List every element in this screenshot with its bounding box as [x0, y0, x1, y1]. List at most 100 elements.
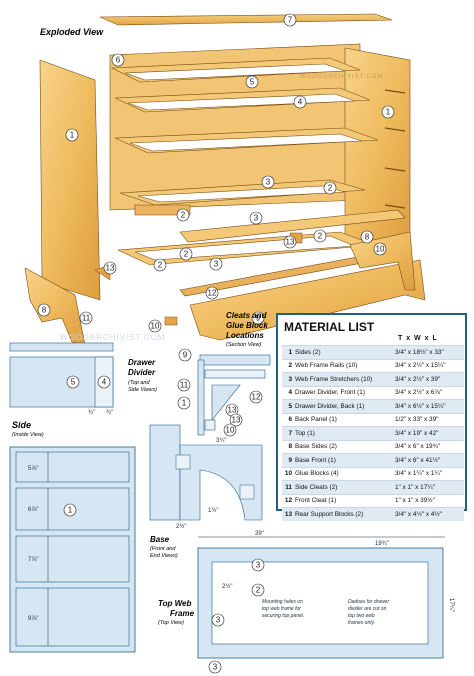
- svg-text:3: 3: [266, 178, 271, 187]
- svg-text:12: 12: [252, 393, 261, 402]
- base-side-left: [24, 267, 86, 346]
- svg-text:3: 3: [216, 616, 221, 625]
- material-list-size: 3/4" x 18½" x 33": [395, 348, 444, 356]
- svg-text:2: 2: [184, 250, 189, 259]
- material-list-size: 1/2" x 33" x 39": [395, 416, 439, 424]
- side-sub: (Inside View): [12, 432, 44, 438]
- drawer-divider-sub-2: Side Views): [128, 387, 157, 393]
- svg-text:9: 9: [183, 351, 188, 360]
- material-list-size: 3/4" x 2½" x 6⅞": [395, 389, 442, 397]
- svg-text:8: 8: [365, 233, 370, 242]
- material-list-num: 12: [284, 497, 292, 505]
- base-sub-2: End Views): [150, 553, 178, 559]
- svg-text:1½": 1½": [208, 507, 218, 514]
- svg-text:2: 2: [256, 586, 261, 595]
- svg-text:6: 6: [116, 56, 121, 65]
- note-mounting-1: Mounting holes on: [262, 599, 303, 605]
- svg-text:8: 8: [42, 306, 47, 315]
- svg-text:10: 10: [151, 322, 160, 331]
- material-list-header: T x W x L: [398, 335, 438, 342]
- side-inside-view: 5⅞" 6⅞" 7⅞" 9⅞" 1: [9, 446, 136, 653]
- material-list-part: Side Cleats (2): [295, 483, 338, 491]
- svg-text:12: 12: [208, 289, 217, 298]
- svg-text:4: 4: [102, 378, 107, 387]
- watermark-2: WOODARCHIVIST.COM: [300, 74, 383, 80]
- material-list-part: Back Panel (1): [295, 416, 337, 424]
- svg-text:13: 13: [228, 406, 237, 415]
- material-list-num: 9: [288, 456, 292, 464]
- svg-text:11: 11: [82, 314, 91, 323]
- svg-text:¾": ¾": [106, 410, 113, 416]
- svg-text:11: 11: [180, 381, 189, 390]
- svg-text:9: 9: [256, 314, 261, 323]
- material-list-num: 8: [288, 443, 292, 451]
- material-list-num: 3: [288, 375, 292, 383]
- material-list-size: 1" x 1" x 39½": [395, 497, 435, 505]
- svg-text:4: 4: [298, 98, 303, 107]
- svg-text:2: 2: [318, 232, 323, 241]
- material-list-num: 7: [288, 429, 292, 437]
- svg-text:9⅞": 9⅞": [28, 616, 38, 622]
- material-list-size: 3/4" x 6" x 19¾": [395, 443, 441, 451]
- material-list-part: Sides (2): [295, 348, 321, 356]
- material-list-size: 3/4" x 6" x 41½": [395, 456, 441, 464]
- note-dadoes-1: Dadoes for drawer: [348, 599, 389, 605]
- cleats-caption-1: Cleats and: [226, 311, 268, 320]
- cleats-caption-3: Locations: [226, 331, 264, 340]
- svg-text:6⅞": 6⅞": [28, 507, 38, 513]
- top-web-frame-detail: 39" 19¾" 3 2 3 3 2½" 17¼" Mounting holes…: [197, 531, 454, 674]
- drawer-divider-detail: 5 4 ¾" ¾": [9, 342, 114, 416]
- svg-text:2: 2: [181, 211, 186, 220]
- svg-text:7⅞": 7⅞": [28, 557, 38, 563]
- drawer-divider-caption-1: Drawer: [128, 358, 156, 367]
- svg-text:3: 3: [213, 663, 218, 672]
- base-caption: Base: [150, 535, 170, 544]
- svg-text:7: 7: [288, 16, 293, 25]
- cleats-sub: (Section View): [226, 342, 262, 348]
- svg-text:1: 1: [386, 108, 391, 117]
- watermark: WOODARCHIVIST.COM: [60, 333, 165, 342]
- exploded-view-caption: Exploded View: [40, 27, 104, 37]
- svg-text:1: 1: [70, 131, 75, 140]
- material-list-num: 4: [288, 389, 292, 397]
- material-list-num: 5: [288, 402, 292, 410]
- material-list-size: 3/4" x 4½" x 4½": [395, 510, 442, 518]
- svg-text:10: 10: [226, 426, 235, 435]
- top-web-caption-2: Frame: [170, 609, 195, 618]
- svg-text:39": 39": [255, 531, 264, 537]
- material-list-part: Drawer Divider, Front (1): [295, 389, 365, 397]
- material-list-part: Web Frame Stretchers (10): [295, 375, 373, 383]
- material-list-size: 1" x 1" x 17¼": [395, 483, 435, 491]
- svg-text:17¼": 17¼": [448, 598, 454, 612]
- material-list-part: Web Frame Rails (10): [295, 362, 358, 370]
- top-web-sub: (Top View): [158, 620, 184, 626]
- svg-text:13: 13: [232, 416, 241, 425]
- svg-text:5⅞": 5⅞": [28, 466, 38, 472]
- top-panel: [99, 13, 393, 26]
- note-mounting-3: securing top panel.: [262, 613, 304, 619]
- material-list-size: 3/4" x 6½" x 15¼": [395, 402, 446, 410]
- svg-text:5: 5: [250, 78, 255, 87]
- material-list-title: MATERIAL LIST: [284, 320, 375, 334]
- drawer-divider-sub-1: (Top and: [128, 380, 150, 386]
- material-list-part: Rear Support Blocks (2): [295, 510, 364, 518]
- material-list-part: Top (1): [295, 429, 315, 437]
- material-list-size: 3/4" x 1¼" x 1¼": [395, 470, 442, 478]
- material-list-num: 11: [285, 483, 292, 491]
- svg-text:1: 1: [68, 506, 73, 515]
- side-caption: Side: [12, 420, 31, 430]
- svg-text:¾": ¾": [88, 410, 95, 416]
